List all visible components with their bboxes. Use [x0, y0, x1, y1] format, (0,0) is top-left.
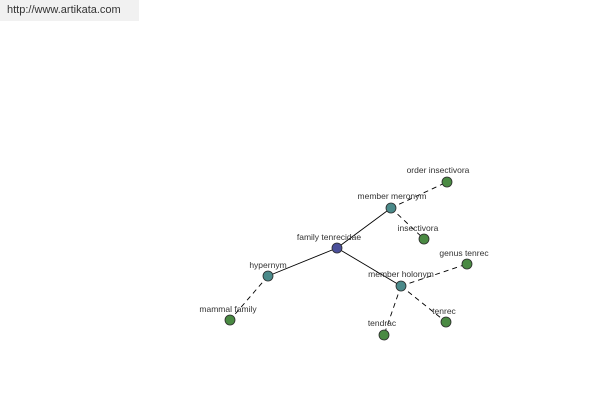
node-hypernym[interactable]	[262, 270, 274, 282]
node-mammal-family[interactable]	[224, 314, 236, 326]
node-label-insectivora[interactable]: insectivora	[398, 223, 439, 233]
site-url-link[interactable]: http://www.artikata.com	[0, 0, 139, 21]
node-label-member-meronym[interactable]: member meronym	[358, 191, 427, 201]
edge-member-holonym-to-tenrec	[400, 285, 447, 323]
node-label-tenrec[interactable]: tenrec	[432, 306, 456, 316]
node-label-member-holonym[interactable]: member holonym	[368, 269, 434, 279]
node-label-hypernym[interactable]: hypernym	[249, 260, 286, 270]
edges-layer	[229, 181, 468, 336]
edge-member-meronym-to-order-insectivora	[390, 181, 448, 209]
edge-hypernym-to-mammal-family	[229, 275, 269, 321]
node-label-family-tenrecidae[interactable]: family tenrecidae	[297, 232, 362, 242]
nodes-layer	[224, 176, 473, 341]
edge-member-holonym-to-genus-tenrec	[400, 263, 468, 287]
node-order-insectivora[interactable]	[441, 176, 453, 188]
node-insectivora[interactable]	[418, 233, 430, 245]
node-tendrac[interactable]	[378, 329, 390, 341]
node-member-holonym[interactable]	[395, 280, 407, 292]
edge-family-tenrecidae-to-member-holonym	[336, 247, 402, 287]
node-tenrec[interactable]	[440, 316, 452, 328]
node-label-order-insectivora[interactable]: order insectivora	[407, 165, 470, 175]
labels-layer: family tenrecidae member meronym hypernym m…	[199, 165, 489, 328]
node-genus-tenrec[interactable]	[461, 258, 473, 270]
node-member-meronym[interactable]	[385, 202, 397, 214]
node-label-genus-tenrec[interactable]: genus tenrec	[439, 248, 489, 258]
edge-family-tenrecidae-to-hypernym	[267, 247, 338, 277]
node-label-tendrac[interactable]: tendrac	[368, 318, 397, 328]
edge-member-meronym-to-insectivora	[390, 207, 425, 240]
edge-family-tenrecidae-to-member-meronym	[336, 207, 392, 249]
node-label-mammal-family[interactable]: mammal family	[199, 304, 257, 314]
node-family-tenrecidae[interactable]	[331, 242, 343, 254]
